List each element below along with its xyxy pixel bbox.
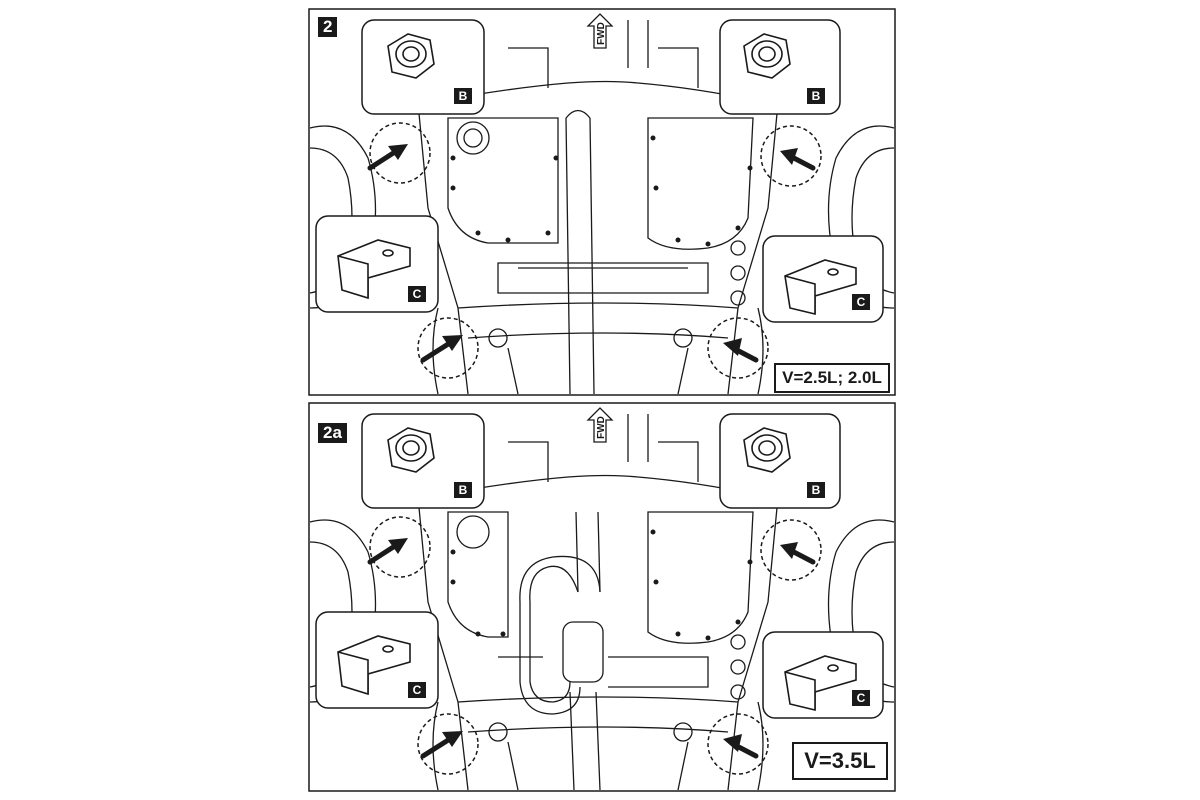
fwd-label: FWD: [595, 416, 607, 439]
callout-tag-c: C: [408, 286, 426, 302]
fwd-label: FWD: [595, 22, 607, 45]
callout-tag-b: B: [807, 88, 825, 104]
diagram-panel-2a: 2a FWD B B C C V=3.5L: [308, 402, 896, 792]
callout-tag-b: B: [454, 88, 472, 104]
figure-label: 2: [318, 17, 338, 37]
callout-tag-b: B: [807, 482, 825, 498]
callout-tag-c: C: [408, 682, 426, 698]
figure-label: 2a: [318, 423, 347, 443]
callout-tag-b: B: [454, 482, 472, 498]
underbody-drawing: [308, 8, 896, 396]
diagram-panel-2: 2 FWD B B C C V=2.5L; 2.0L: [308, 8, 896, 396]
engine-variant-label: V=2.5L; 2.0L: [774, 363, 890, 393]
underbody-drawing: [308, 402, 896, 792]
callout-tag-c: C: [852, 690, 870, 706]
callout-tag-c: C: [852, 294, 870, 310]
engine-variant-label: V=3.5L: [792, 742, 888, 780]
